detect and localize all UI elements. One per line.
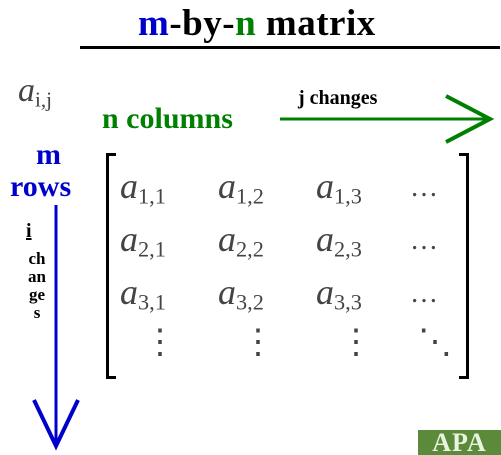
generic-entry-sub: i,j bbox=[35, 87, 52, 112]
entry-base: a bbox=[316, 166, 334, 206]
entry-base: a bbox=[218, 272, 236, 312]
entry-base: a bbox=[120, 272, 138, 312]
matrix-vdots-2: ⋮ bbox=[241, 324, 275, 361]
rows-label: rows bbox=[10, 170, 72, 203]
entry-sub: 2,2 bbox=[236, 236, 264, 262]
matrix-entry-3-2: a3,2 bbox=[218, 271, 264, 316]
matrix-entry-2-1: a2,1 bbox=[120, 218, 166, 263]
j-changes-text: changes bbox=[309, 87, 378, 109]
title-underline bbox=[80, 46, 500, 49]
entry-base: a bbox=[218, 219, 236, 259]
row-arrow bbox=[32, 205, 80, 451]
title-by: -by- bbox=[169, 3, 236, 44]
title-matrix: matrix bbox=[265, 3, 376, 44]
matrix-vdots-3: ⋮ bbox=[339, 324, 373, 361]
entry-sub: 3,2 bbox=[236, 289, 264, 315]
diagram-title: m-by-n matrix bbox=[138, 2, 376, 45]
matrix-right-bracket bbox=[459, 153, 469, 379]
column-arrow bbox=[280, 94, 495, 144]
generic-entry: ai,j bbox=[18, 72, 52, 112]
matrix-left-bracket bbox=[106, 153, 116, 379]
entry-sub: 3,1 bbox=[138, 289, 166, 315]
apa-logo: APA bbox=[418, 430, 501, 455]
matrix-hdots-2: … bbox=[410, 225, 438, 256]
matrix-entry-2-2: a2,2 bbox=[218, 218, 264, 263]
entry-sub: 3,3 bbox=[334, 289, 362, 315]
entry-sub: 2,3 bbox=[334, 236, 362, 262]
entry-base: a bbox=[120, 219, 138, 259]
matrix-entry-1-1: a1,1 bbox=[120, 165, 166, 210]
entry-base: a bbox=[316, 219, 334, 259]
i-changes-vertical-label: changes bbox=[28, 249, 46, 322]
entry-sub: 1,3 bbox=[334, 183, 362, 209]
matrix-entry-2-3: a2,3 bbox=[316, 218, 362, 263]
generic-entry-base: a bbox=[18, 72, 35, 109]
matrix-vdots-1: ⋮ bbox=[143, 324, 177, 361]
matrix-ddots: ⋱ bbox=[418, 324, 452, 361]
title-n: n bbox=[235, 3, 257, 44]
j-changes-label: j changes bbox=[298, 87, 377, 110]
j-letter: j bbox=[298, 87, 305, 109]
i-label: i bbox=[26, 220, 32, 242]
n-columns-label: n columns bbox=[102, 102, 233, 135]
matrix-entry-3-1: a3,1 bbox=[120, 271, 166, 316]
matrix-entry-1-2: a1,2 bbox=[218, 165, 264, 210]
matrix-hdots-3: … bbox=[410, 278, 438, 309]
entry-sub: 2,1 bbox=[138, 236, 166, 262]
matrix-entry-3-3: a3,3 bbox=[316, 271, 362, 316]
entry-sub: 1,1 bbox=[138, 183, 166, 209]
title-m: m bbox=[138, 3, 170, 44]
matrix-hdots-1: … bbox=[410, 172, 438, 203]
entry-base: a bbox=[316, 272, 334, 312]
entry-base: a bbox=[218, 166, 236, 206]
m-label: m bbox=[36, 138, 61, 171]
matrix-entry-1-3: a1,3 bbox=[316, 165, 362, 210]
entry-base: a bbox=[120, 166, 138, 206]
entry-sub: 1,2 bbox=[236, 183, 264, 209]
